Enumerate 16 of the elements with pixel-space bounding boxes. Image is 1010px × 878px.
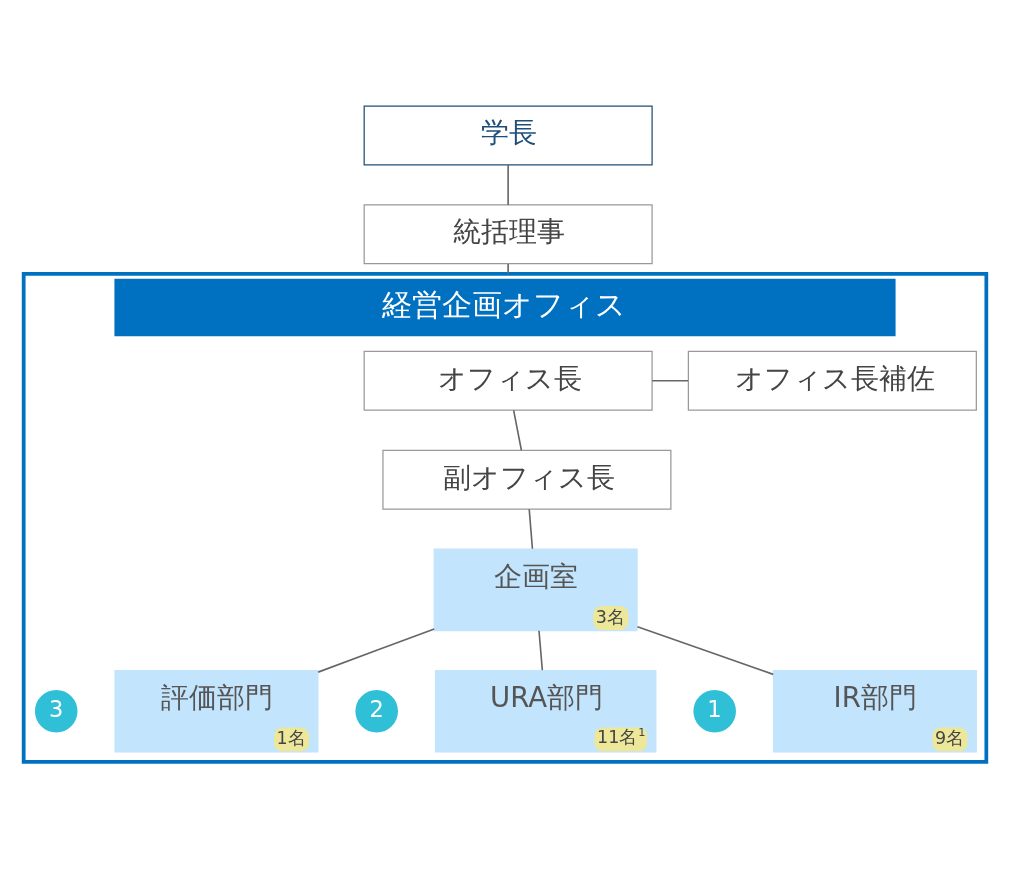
node-box: オフィス長 xyxy=(363,350,653,411)
connector xyxy=(317,628,436,673)
node-box: 学長 xyxy=(363,105,653,166)
node-circle: 1 xyxy=(690,687,739,736)
node-circle: 2 xyxy=(352,687,401,736)
connector xyxy=(512,409,523,452)
connector xyxy=(636,625,775,676)
node-box: オフィス長補佐 xyxy=(687,350,977,411)
node-circle: 3 xyxy=(32,687,80,736)
node-box: 統括理事 xyxy=(363,204,653,265)
connector xyxy=(651,379,689,382)
connector xyxy=(507,164,509,206)
connector xyxy=(528,508,534,550)
connector xyxy=(507,263,509,275)
connector xyxy=(538,629,544,671)
node-box: 副オフィス長 xyxy=(382,449,672,510)
